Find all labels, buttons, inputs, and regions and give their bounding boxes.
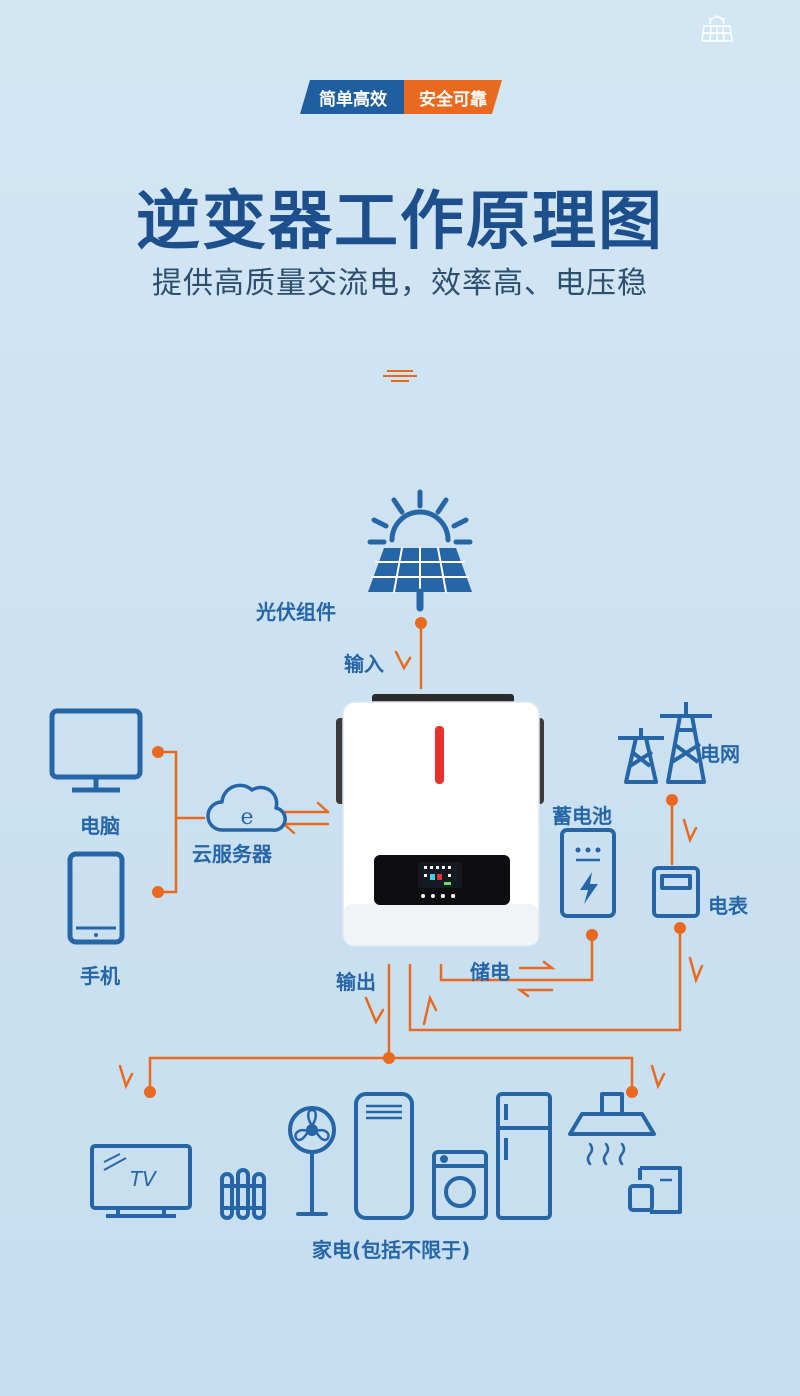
label-storage: 储电 <box>470 960 510 984</box>
label-appliances: 家电(包括不限于) <box>312 1238 471 1262</box>
electric-meter-icon <box>652 866 700 918</box>
label-phone: 手机 <box>80 964 120 988</box>
label-output: 输出 <box>336 970 376 994</box>
tv-label: TV <box>130 1167 157 1191</box>
air-conditioner-icon <box>354 1092 414 1220</box>
label-computer: 电脑 <box>80 814 120 838</box>
inverter-unit <box>336 694 544 947</box>
washing-machine-icon <box>432 1150 488 1220</box>
cloud-server-icon <box>206 783 287 832</box>
phone-icon <box>67 851 125 945</box>
label-battery: 蓄电池 <box>552 804 612 828</box>
computer-icon <box>49 708 143 793</box>
page-subtitle: 提供高质量交流电，效率高、电压稳 <box>152 266 648 301</box>
tv-icon <box>90 1144 192 1218</box>
power-tower-icon <box>618 702 712 784</box>
label-grid: 电网 <box>700 742 740 766</box>
label-input: 输入 <box>344 652 384 676</box>
badge-simple-efficient: 简单高效 <box>300 80 406 114</box>
connection-dots <box>144 617 686 1098</box>
divider-ornament-icon <box>383 370 417 382</box>
range-hood-icon <box>568 1092 656 1166</box>
label-pv-module: 光伏组件 <box>256 600 336 624</box>
coffee-maker-icon <box>628 1166 682 1214</box>
label-meter: 电表 <box>708 894 748 918</box>
page-title: 逆变器工作原理图 <box>136 185 664 259</box>
refrigerator-icon <box>496 1092 552 1220</box>
radiator-icon <box>220 1168 266 1220</box>
badge-safe-reliable: 安全可靠 <box>404 80 502 114</box>
cloud-letter: e <box>240 805 253 830</box>
solar-logo-icon <box>701 15 733 42</box>
battery-icon <box>560 828 616 918</box>
fan-icon <box>288 1106 336 1216</box>
label-cloud-server: 云服务器 <box>192 842 272 866</box>
solar-panel-icon <box>367 489 473 612</box>
